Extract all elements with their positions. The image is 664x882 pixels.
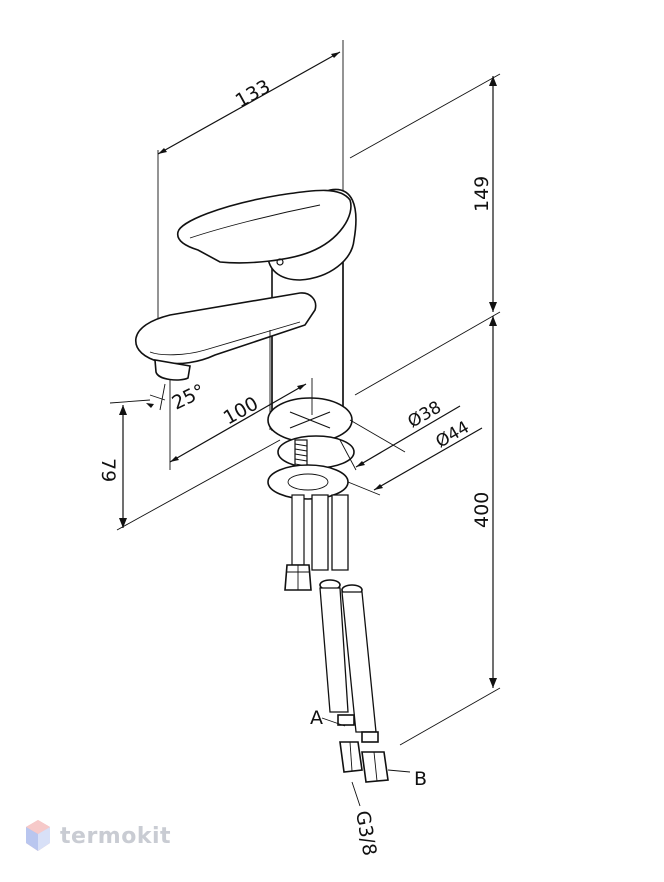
dim-100-label: 100 [220, 393, 262, 430]
faucet-body [135, 188, 357, 431]
dim-79-label: 79 [97, 458, 119, 482]
watermark: termokit [24, 818, 171, 854]
watermark-text: termokit [60, 823, 172, 849]
dimension-79: 79 [97, 399, 281, 531]
dim-133-label: 133 [232, 76, 274, 113]
label-b: B [414, 768, 427, 790]
dim-400-label: 400 [471, 492, 493, 528]
braided-hoses [311, 494, 389, 783]
label-thread: G3/8 [351, 809, 381, 857]
dimension-400: 400 [354, 311, 501, 746]
mounting-base [267, 378, 355, 591]
dimension-25-degrees: 25° [146, 380, 209, 415]
dim-diameter-44-label: Ø44 [433, 418, 473, 453]
dimension-149: 149 [349, 73, 501, 312]
label-a: A [310, 707, 323, 729]
dim-149-label: 149 [471, 176, 493, 212]
termokit-logo-icon [26, 820, 50, 851]
dim-angle-label: 25° [169, 380, 209, 415]
